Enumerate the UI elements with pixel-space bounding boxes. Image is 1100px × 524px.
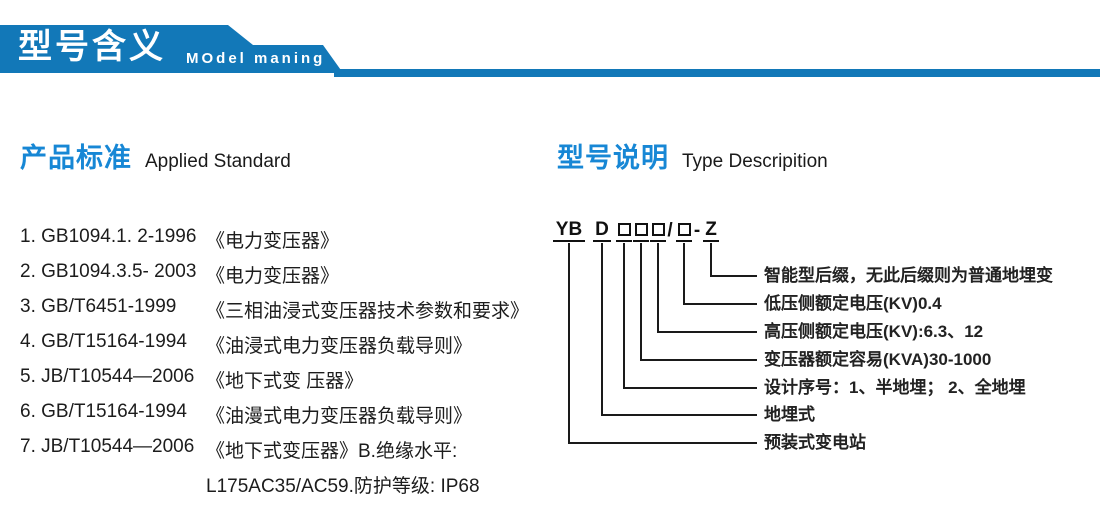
model-code-suffix: Z [703, 219, 719, 242]
model-section-heading: 型号说明 Type Descripition [557, 136, 828, 175]
standard-item: 1. GB1094.1. 2-1996 《电力变压器》 [20, 226, 529, 261]
standard-code: 6. GB/T15164-1994 [20, 401, 187, 422]
standards-section-heading: 产品标准 Applied Standard [20, 136, 291, 175]
standard-code: 7. JB/T10544—2006 [20, 436, 195, 457]
standard-code: 2. GB1094.3.5- 2003 [20, 261, 197, 282]
model-code-box [676, 219, 692, 242]
standards-heading-en: Applied Standard [145, 151, 291, 172]
model-label: 变压器额定容易(KVA)30-1000 [764, 350, 992, 369]
model-label: 预装式变电站 [764, 433, 866, 452]
standard-title: 《地下式变 压器》 [206, 371, 364, 392]
standard-title: 《油漫式电力变压器负载导则》 [206, 406, 473, 427]
banner-ribbon-shape [0, 25, 1100, 77]
standard-title: 《地下式变压器》B.绝缘水平: [206, 441, 458, 462]
standards-heading-zh: 产品标准 [20, 143, 132, 173]
placeholder-box-icon [651, 222, 665, 236]
model-label: 低压侧额定电压(KV)0.4 [764, 294, 942, 313]
model-code-slash: / [667, 219, 673, 241]
placeholder-box-icon [634, 222, 648, 236]
standard-item-continuation: L175AC35/AC59.防护等级: IP68 [206, 476, 480, 497]
standard-item: 4. GB/T15164-1994 《油浸式电力变压器负载导则》 [20, 331, 529, 366]
placeholder-box-icon [617, 222, 631, 236]
model-code-type: D [593, 219, 611, 242]
model-code-box [616, 219, 632, 242]
standard-item: 2. GB1094.3.5- 2003 《电力变压器》 [20, 261, 529, 296]
model-code-box [633, 219, 649, 242]
model-label: 设计序号：1、半地埋； 2、全地埋 [764, 378, 1026, 397]
placeholder-box-icon [677, 222, 691, 236]
standard-item: 3. GB/T6451-1999 《三相油浸式变压器技术参数和要求》 [20, 296, 529, 331]
model-label: 高压侧额定电压(KV):6.3、12 [764, 322, 984, 341]
connector-lines-graphic [568, 243, 757, 444]
standard-title: 《三相油浸式变压器技术参数和要求》 [206, 301, 530, 322]
standard-title: 《油浸式电力变压器负载导则》 [206, 336, 473, 357]
model-code-dash: - [693, 219, 701, 241]
standard-code: 1. GB1094.1. 2-1996 [20, 226, 197, 247]
model-heading-zh: 型号说明 [557, 143, 669, 173]
standard-code: 4. GB/T15164-1994 [20, 331, 187, 352]
model-heading-en: Type Descripition [682, 151, 828, 172]
banner-title: 型号含义 [18, 28, 166, 66]
standard-title: 《电力变压器》 [206, 231, 340, 252]
standard-item: 7. JB/T10544—2006 《地下式变压器》B.绝缘水平: [20, 436, 529, 471]
standard-code: 3. GB/T6451-1999 [20, 296, 177, 317]
banner-subtitle: MOdel maning [186, 50, 326, 67]
standards-list: 1. GB1094.1. 2-1996 《电力变压器》 2. GB1094.3.… [20, 226, 529, 506]
standard-item: 5. JB/T10544—2006 《地下式变 压器》 [20, 366, 529, 401]
model-code-box [650, 219, 666, 242]
model-code-prefix: YB [553, 219, 585, 242]
model-label: 地埋式 [764, 405, 815, 424]
standard-title: 《电力变压器》 [206, 266, 340, 287]
standard-item: 6. GB/T15164-1994 《油漫式电力变压器负载导则》 [20, 401, 529, 436]
standard-code: 5. JB/T10544—2006 [20, 366, 195, 387]
model-label: 智能型后缀，无此后缀则为普通地埋变 [764, 266, 1053, 285]
